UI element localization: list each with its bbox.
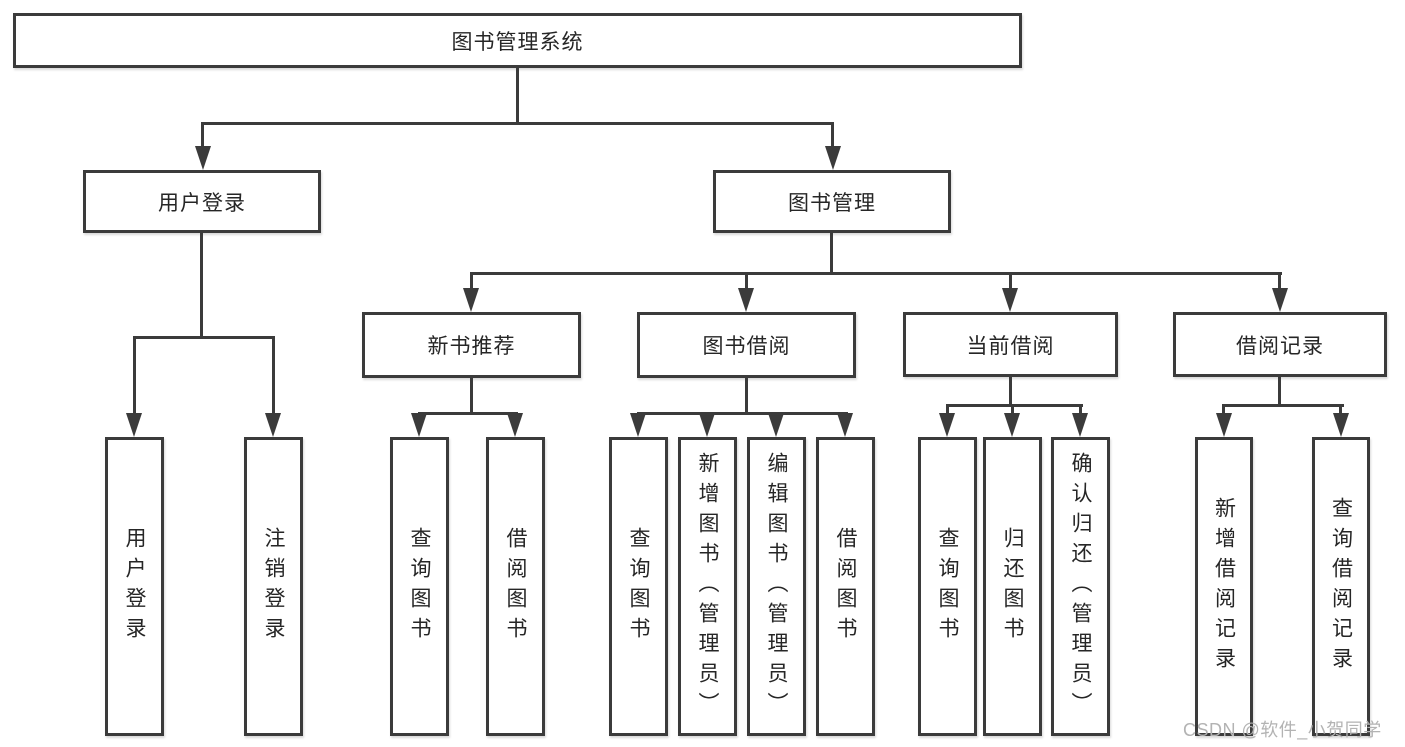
connector-line (946, 404, 1083, 407)
node-new-book-recommend: 新书推荐 (362, 312, 581, 378)
leaf-label: 编辑图书（管理员） (765, 451, 788, 722)
arrow-down-icon (1333, 413, 1349, 437)
connector-line (516, 68, 519, 122)
connector-line (1009, 272, 1012, 290)
leaf-label: 借阅图书 (834, 526, 857, 647)
leaf-label: 借阅图书 (504, 526, 527, 647)
leaf-query-books-borrowing: 查询图书 (609, 437, 668, 736)
connector-line (470, 272, 1282, 275)
csdn-watermark: CSDN @软件_小贺同学 (1183, 720, 1382, 740)
arrow-down-icon (1072, 413, 1088, 437)
connector-line (201, 122, 204, 150)
node-user-login-label: 用户登录 (158, 191, 246, 215)
arrow-down-icon (738, 288, 754, 312)
node-current-borrowing: 当前借阅 (903, 312, 1118, 377)
node-book-management: 图书管理 (713, 170, 951, 233)
leaf-query-books-newbook: 查询图书 (390, 437, 449, 736)
connector-line (1011, 404, 1014, 416)
arrow-down-icon (1216, 413, 1232, 437)
leaf-borrow-books-borrowing: 借阅图书 (816, 437, 875, 736)
node-root-system: 图书管理系统 (13, 13, 1022, 68)
arrow-down-icon (630, 413, 646, 437)
leaf-label: 用户登录 (123, 526, 146, 647)
leaf-add-borrow-record: 新增借阅记录 (1195, 437, 1253, 736)
arrow-down-icon (265, 413, 281, 437)
leaf-label: 查询图书 (627, 526, 650, 647)
node-root-label: 图书管理系统 (451, 30, 584, 54)
leaf-label: 查询图书 (936, 526, 959, 647)
leaf-label: 查询借阅记录 (1329, 496, 1353, 677)
node-book-borrowing-label: 图书借阅 (702, 335, 791, 358)
arrow-down-icon (1002, 288, 1018, 312)
arrow-down-icon (939, 413, 955, 437)
connector-line (470, 272, 473, 290)
node-borrowing-records-label: 借阅记录 (1236, 334, 1324, 358)
connector-line (201, 122, 834, 125)
connector-line (470, 378, 473, 415)
connector-line (745, 272, 748, 290)
connector-line (946, 404, 949, 416)
connector-line (133, 336, 136, 415)
connector-line (745, 378, 748, 415)
connector-line (133, 336, 275, 339)
arrow-down-icon (825, 146, 841, 170)
leaf-user-login-action: 用户登录 (105, 437, 164, 736)
leaf-borrow-books-newbook: 借阅图书 (486, 437, 545, 736)
node-user-login: 用户登录 (83, 170, 321, 233)
node-book-management-label: 图书管理 (788, 191, 876, 215)
connector-line (637, 412, 848, 415)
arrow-down-icon (768, 413, 784, 437)
leaf-label: 确认归还（管理员） (1069, 451, 1092, 722)
connector-line (1079, 404, 1082, 416)
leaf-label: 注销登录 (262, 526, 285, 647)
connector-line (1222, 404, 1225, 416)
node-book-borrowing: 图书借阅 (637, 312, 856, 378)
connector-line (1278, 377, 1281, 407)
leaf-return-books: 归还图书 (983, 437, 1042, 736)
connector-line (418, 412, 518, 415)
arrow-down-icon (195, 146, 211, 170)
leaf-add-books-admin: 新增图书（管理员） (678, 437, 737, 736)
connector-line (200, 233, 203, 336)
arrow-down-icon (1272, 288, 1288, 312)
arrow-down-icon (411, 413, 427, 437)
leaf-label: 查询图书 (408, 526, 431, 647)
connector-line (1222, 404, 1344, 407)
connector-line (830, 233, 833, 275)
node-borrowing-records: 借阅记录 (1173, 312, 1387, 377)
connector-line (1339, 404, 1342, 416)
connector-line (272, 336, 275, 415)
arrow-down-icon (507, 413, 523, 437)
arrow-down-icon (699, 413, 715, 437)
connector-line (1009, 377, 1012, 407)
arrow-down-icon (1004, 413, 1020, 437)
arrow-down-icon (126, 413, 142, 437)
arrow-down-icon (837, 413, 853, 437)
arrow-down-icon (463, 288, 479, 312)
leaf-label: 新增图书（管理员） (696, 451, 719, 722)
leaf-confirm-return-admin: 确认归还（管理员） (1051, 437, 1110, 736)
leaf-label: 归还图书 (1001, 526, 1024, 647)
connector-line (1278, 272, 1281, 290)
node-current-borrowing-label: 当前借阅 (966, 334, 1055, 358)
node-new-book-recommend-label: 新书推荐 (427, 335, 516, 358)
leaf-logout-action: 注销登录 (244, 437, 303, 736)
connector-line (831, 122, 834, 150)
leaf-edit-books-admin: 编辑图书（管理员） (747, 437, 806, 736)
leaf-query-books-current: 查询图书 (918, 437, 977, 736)
leaf-label: 新增借阅记录 (1212, 496, 1236, 677)
leaf-query-borrow-record: 查询借阅记录 (1312, 437, 1370, 736)
